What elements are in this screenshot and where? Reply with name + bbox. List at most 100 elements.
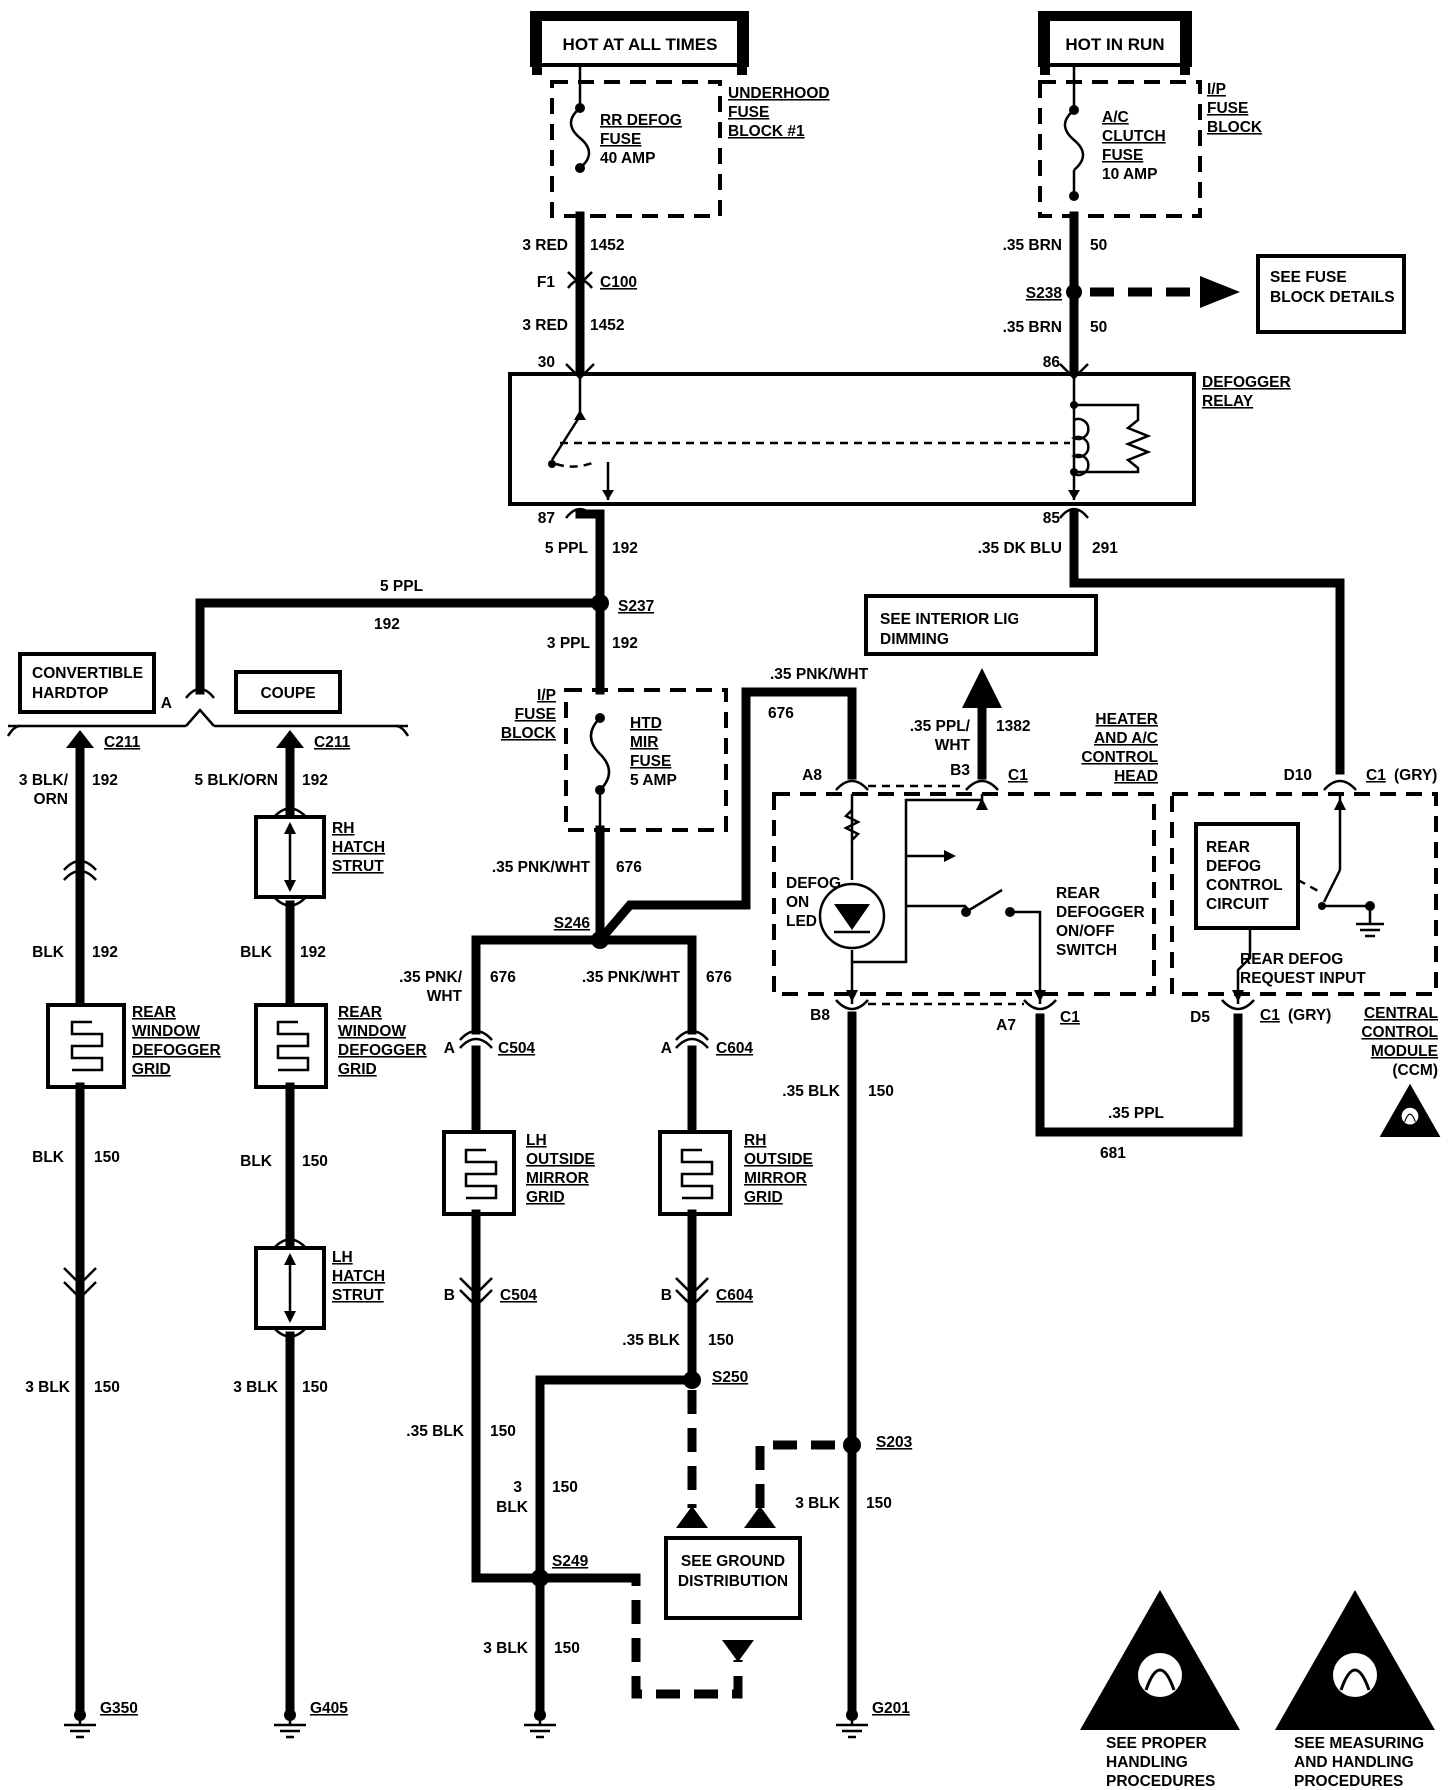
wire-291-num: 291 [1092, 540, 1118, 557]
svg-text:DEFOG: DEFOG [786, 875, 841, 892]
g405-label: G405 [310, 1700, 348, 1717]
svg-text:MODULE: MODULE [1371, 1043, 1438, 1060]
svg-text:HTD: HTD [630, 715, 662, 732]
wire-150-s203-num: 150 [866, 1495, 892, 1512]
see-fuse-block-details-line1: SEE FUSE [1270, 269, 1347, 286]
ccm-label: CENTRAL CONTROL MODULE (CCM) [1361, 1005, 1438, 1079]
pin-d5-gry: (GRY) [1288, 1007, 1331, 1024]
wire-681-num: 681 [1100, 1145, 1126, 1162]
wire-1382-arrow [962, 668, 1002, 708]
wire-150-lh-num: 150 [490, 1423, 516, 1440]
s249-dashed-ground [620, 1573, 743, 1699]
c504-a-pin: A [444, 1040, 455, 1057]
wire-291 [1069, 509, 1345, 775]
svg-text:RR DEFOG: RR DEFOG [600, 112, 682, 129]
lh-outside-mirror-grid-label: LH OUTSIDE MIRROR GRID [526, 1132, 595, 1206]
ccm-esd-icon [1379, 1083, 1441, 1138]
wire-50-color-b: .35 BRN [1003, 319, 1062, 336]
pin-b3-connector: C1 [1008, 767, 1028, 784]
ip-fuse-block-mid-label: I/P FUSE BLOCK [501, 687, 557, 742]
s237-label: S237 [618, 598, 654, 615]
rr-defog-fuse-label: RR DEFOG FUSE 40 AMP [600, 112, 682, 167]
svg-text:A/C: A/C [1102, 109, 1129, 126]
c100-connector [567, 271, 593, 286]
svg-text:ON: ON [786, 894, 809, 911]
coupe-box [234, 670, 342, 714]
svg-text:DEFOGGER: DEFOGGER [132, 1042, 221, 1059]
see-ground-distribution-line1: SEE GROUND [681, 1553, 785, 1570]
see-ground-distribution-line2: DISTRIBUTION [678, 1573, 788, 1590]
svg-text:GRID: GRID [526, 1189, 565, 1206]
wire-150-conv-blk: BLK [32, 1149, 65, 1166]
svg-text:WINDOW: WINDOW [132, 1023, 200, 1040]
svg-text:RELAY: RELAY [1202, 393, 1254, 410]
wire-192-to-grids [195, 598, 605, 695]
svg-text:SEE MEASURING: SEE MEASURING [1294, 1735, 1424, 1752]
rear-defog-request-input-label: REAR DEFOG REQUEST INPUT [1240, 951, 1366, 987]
c504-a-label: C504 [498, 1040, 535, 1057]
c211-label-a: C211 [104, 734, 141, 751]
svg-text:CONTROL: CONTROL [1206, 877, 1283, 894]
hvac-control-head [772, 792, 1156, 996]
wire-1382-num: 1382 [996, 718, 1030, 735]
wire-150-s203-color: 3 BLK [795, 1495, 841, 1512]
ip-fuse-block-mid [564, 688, 728, 832]
c604-a-pin: A [661, 1040, 672, 1057]
svg-text:CONTROL: CONTROL [1361, 1024, 1438, 1041]
see-interior-lights-text-1: SEE INTERIOR LIGHTS [880, 611, 1051, 628]
pin-a7-connector: C1 [1060, 1009, 1080, 1026]
svg-text:AND A/C: AND A/C [1094, 730, 1158, 747]
svg-text:GRID: GRID [338, 1061, 377, 1078]
c504-b-label: C504 [500, 1287, 537, 1304]
wire-50-num-b: 50 [1090, 319, 1107, 336]
svg-text:FUSE: FUSE [600, 131, 641, 148]
svg-text:CENTRAL: CENTRAL [1364, 1005, 1438, 1022]
svg-text:DEFOG: DEFOG [1206, 858, 1261, 875]
svg-text:CIRCUIT: CIRCUIT [1206, 896, 1269, 913]
svg-text:LH: LH [526, 1132, 547, 1149]
wire-192-num-b: 192 [374, 616, 400, 633]
svg-text:BLOCK #1: BLOCK #1 [728, 123, 805, 140]
hvac-control-head-label: HEATER AND A/C CONTROL HEAD [1081, 711, 1158, 785]
wire-150-coupe-3blk-num: 150 [302, 1379, 328, 1396]
rear-defog-control-circuit-label: REAR DEFOG CONTROL CIRCUIT [1206, 839, 1283, 913]
svg-text:LH: LH [332, 1249, 353, 1266]
wire-192-conv-num: 192 [92, 772, 118, 789]
relay-resistor [1074, 403, 1152, 474]
inline-connector-conv [63, 869, 97, 881]
svg-text:DEFOGGER: DEFOGGER [338, 1042, 427, 1059]
defog-led-icon [818, 882, 886, 950]
svg-text:ON/OFF: ON/OFF [1056, 923, 1115, 940]
wire-150-3blk-num: 150 [552, 1479, 578, 1496]
central-control-module [1170, 792, 1438, 996]
coupe-label: COUPE [260, 685, 315, 702]
pin-d10-gry: (GRY) [1394, 767, 1437, 784]
wire-192-coupe-num: 192 [302, 772, 328, 789]
svg-text:FUSE: FUSE [630, 753, 671, 770]
svg-text:HATCH: HATCH [332, 1268, 385, 1285]
rear-defogger-switch-label: REAR DEFOGGER ON/OFF SWITCH [1056, 885, 1145, 959]
g201-ground-icon [834, 1713, 870, 1739]
wire-676-top-color: .35 PNK/WHT [770, 666, 869, 683]
svg-text:REAR: REAR [1206, 839, 1250, 856]
svg-text:DEFOGGER: DEFOGGER [1056, 904, 1145, 921]
c604-b-label: C604 [716, 1287, 753, 1304]
underhood-fuse-block-label: UNDERHOOD FUSE BLOCK #1 [728, 85, 830, 140]
wire-676-l-color2: WHT [427, 988, 463, 1005]
svg-text:PROCEDURES: PROCEDURES [1294, 1773, 1403, 1790]
wire-150-s249-num: 150 [554, 1640, 580, 1657]
wire-192-color-b: 5 PPL [380, 578, 423, 595]
svg-text:FUSE: FUSE [515, 706, 556, 723]
svg-text:STRUT: STRUT [332, 858, 384, 875]
s238-label: S238 [1026, 285, 1063, 302]
measuring-handling-label: SEE MEASURING AND HANDLING PROCEDURES [1294, 1735, 1424, 1790]
htd-mir-fuse-label: HTD MIR FUSE 5 AMP [630, 715, 677, 789]
svg-text:SWITCH: SWITCH [1056, 942, 1117, 959]
wire-676-to-hvac [593, 687, 857, 947]
svg-text:I/P: I/P [1207, 81, 1226, 98]
hot-in-run-bus: HOT IN RUN [1038, 11, 1192, 75]
svg-text:CONTROL: CONTROL [1081, 749, 1158, 766]
wire-150-rh-color: .35 BLK [622, 1332, 681, 1349]
wire-150-hvac-num: 150 [868, 1083, 894, 1100]
wire-1452-num-b: 1452 [590, 317, 624, 334]
